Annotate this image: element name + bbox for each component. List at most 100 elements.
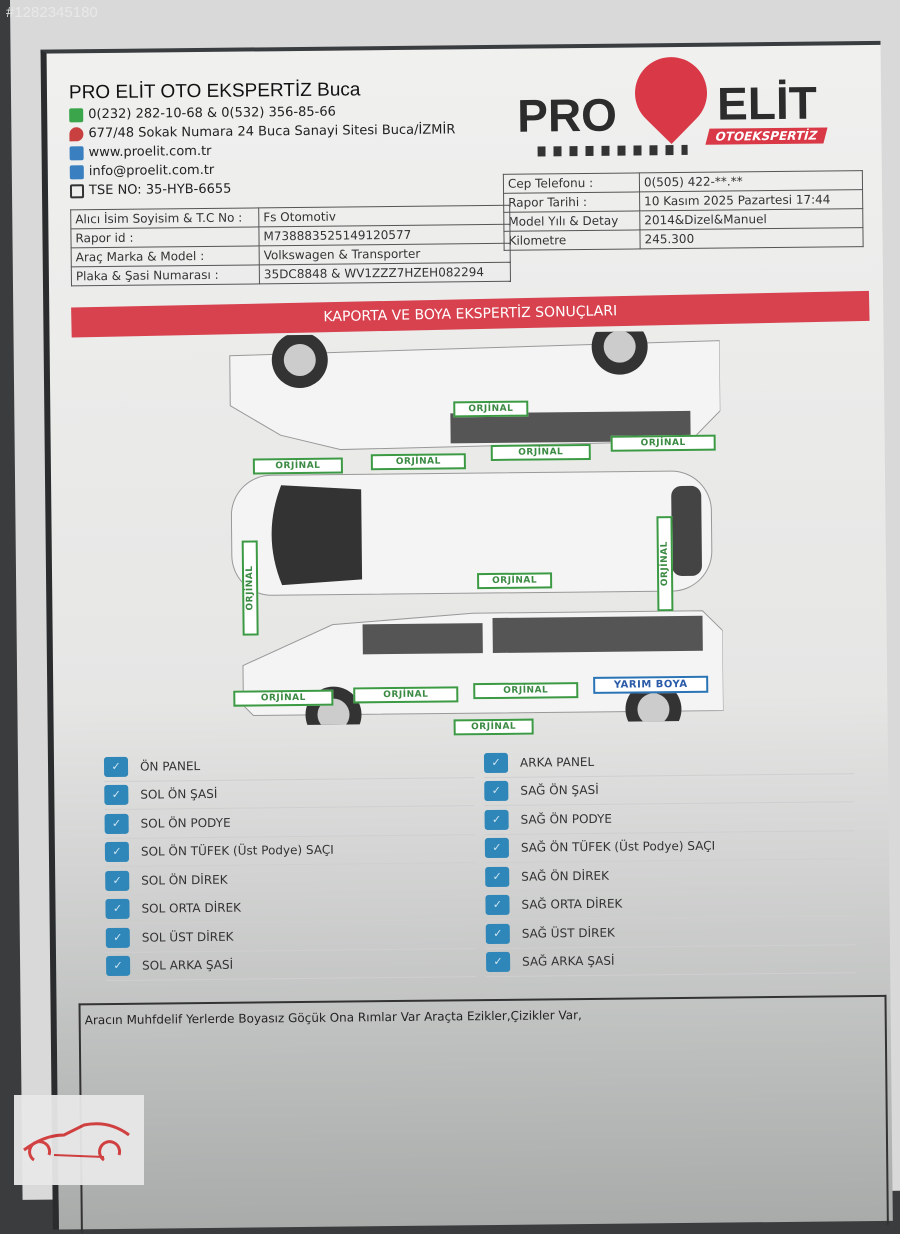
- part-status-label: ORJİNAL: [656, 516, 674, 612]
- part-status-label: ORJİNAL: [370, 453, 466, 471]
- checklist-label: SOL ÖN DİREK: [141, 872, 228, 888]
- results-banner: KAPORTA VE BOYA EKSPERTİZ SONUÇLARI: [71, 290, 870, 338]
- checklist-label: SAĞ ÜST DİREK: [521, 925, 615, 941]
- checklist-item: ✓ SAĞ ÖN ŞASİ: [484, 773, 855, 807]
- notes-text: Aracın Muhfdelif Yerlerde Boyasız Göçük …: [84, 1008, 582, 1028]
- checklist-item: ✓ SOL ÖN DİREK: [105, 863, 476, 896]
- checklist-label: SAĞ ARKA ŞASİ: [522, 953, 615, 969]
- field-value: 10 Kasım 2025 Pazartesi 17:44: [639, 189, 863, 211]
- info-table-right: Cep Telefonu :0(505) 422-**.** Rapor Tar…: [503, 170, 864, 251]
- part-status-label: ORJİNAL: [353, 686, 459, 704]
- checkbox-checked[interactable]: ✓: [485, 923, 510, 944]
- checklist-item: ✓ SOL ÖN ŞASİ: [104, 777, 475, 811]
- checklist-label: SAĞ ÖN TÜFEK (Üst Podye) SAÇI: [520, 838, 716, 855]
- company-phone: 0(232) 282-10-68 & 0(532) 356-85-66: [88, 104, 336, 123]
- field-label: Rapor Tarihi :: [503, 191, 640, 213]
- checkbox-checked[interactable]: ✓: [104, 785, 129, 806]
- field-value: Volkswagen & Transporter: [259, 243, 511, 265]
- checklist-label: SOL ARKA ŞASİ: [142, 957, 234, 973]
- checkbox-checked[interactable]: ✓: [106, 956, 131, 977]
- part-status-label: ORJİNAL: [252, 457, 343, 475]
- checkbox-checked[interactable]: ✓: [484, 809, 509, 830]
- checklist-item: ✓ ÖN PANEL: [103, 749, 475, 782]
- checkbox-checked[interactable]: ✓: [485, 952, 511, 973]
- checkbox-checked[interactable]: ✓: [483, 752, 509, 773]
- checklist-item: ✓SAĞ ÖN DİREK: [485, 859, 856, 892]
- company-tse: TSE NO: 35-HYB-6655: [88, 181, 232, 199]
- part-status-label: ORJİNAL: [453, 400, 529, 418]
- field-label: Plaka & Şasi Numarası :: [71, 264, 260, 286]
- checklist-label: SAĞ ÖN PODYE: [520, 811, 613, 827]
- checklist-item: ✓ SAĞ ÖN TÜFEK (Üst Podye) SAÇI: [484, 830, 856, 864]
- checklist-label: SOL ÖN TÜFEK (Üst Podye) SAÇI: [140, 842, 334, 859]
- checklist-item: ✓ SOL ÖN PODYE: [104, 806, 475, 839]
- checkbox-checked[interactable]: ✓: [105, 927, 130, 948]
- info-table-left: Alıcı İsim Soyisim & T.C No :Fs Otomotiv…: [70, 205, 511, 287]
- part-status-label: ORJİNAL: [477, 572, 553, 590]
- field-label: Alıcı İsim Soyisim & T.C No :: [70, 207, 259, 229]
- photo-id: #1282345180: [6, 4, 98, 21]
- checklist-label: SOL ÜST DİREK: [141, 929, 234, 945]
- field-label: Rapor id :: [70, 226, 260, 248]
- field-value: M738883525149120577: [258, 224, 511, 246]
- part-status-label-half-paint: YARIM BOYA: [593, 675, 709, 694]
- checklist-label: ARKA PANEL: [519, 754, 595, 770]
- part-status-label: ORJİNAL: [233, 689, 334, 707]
- checklist-item: ✓ SAĞ ÜST DİREK: [485, 916, 856, 949]
- mail-icon: [69, 164, 84, 179]
- logo-subtitle: OTOEKSPERTİZ: [705, 127, 828, 145]
- checklist-label: SAĞ ÖN ŞASİ: [520, 783, 599, 798]
- company-address: 677/48 Sokak Numara 24 Buca Sanayi Sites…: [88, 122, 456, 142]
- checklist-label: SAĞ ORTA DİREK: [521, 896, 623, 912]
- checklist-label: SOL ÖN PODYE: [140, 815, 231, 831]
- field-value: 2014&Dizel&Manuel: [639, 208, 863, 230]
- field-label: Araç Marka & Model :: [71, 245, 260, 267]
- part-status-label: ORJİNAL: [453, 718, 534, 736]
- checkbox-checked[interactable]: ✓: [484, 781, 509, 802]
- site-badge: [14, 1095, 144, 1185]
- checkbox-checked[interactable]: ✓: [484, 838, 510, 859]
- checklist-item: ✓ SOL ÖN TÜFEK (Üst Podye) SAÇI: [104, 834, 476, 868]
- checklist-label: SOL ORTA DİREK: [141, 900, 242, 916]
- field-label: Model Yılı & Detay: [503, 210, 640, 232]
- part-status-label: ORJİNAL: [241, 540, 259, 636]
- checkbox-checked[interactable]: ✓: [105, 899, 130, 920]
- checklist-item: ✓ ARKA PANEL: [483, 745, 855, 778]
- checklist-item: ✓ SOL ARKA ŞASİ: [105, 948, 477, 982]
- checkbox-checked[interactable]: ✓: [485, 895, 510, 916]
- checklist-item: ✓ SOL ORTA DİREK: [105, 891, 476, 925]
- car-logo-icon: [23, 1122, 130, 1162]
- part-status-label: ORJİNAL: [490, 443, 591, 461]
- checkbox-checked[interactable]: ✓: [104, 813, 129, 834]
- company-header: PRO ELİT OTO EKSPERTİZ Buca 0(232) 282-1…: [69, 77, 456, 200]
- part-status-label: ORJİNAL: [473, 682, 579, 700]
- part-status-label: ORJİNAL: [610, 434, 716, 452]
- checklist-item: ✓ SAĞ ARKA ŞASİ: [485, 944, 857, 978]
- checkered-stripe: [537, 144, 688, 157]
- field-value: Fs Otomotiv: [258, 205, 510, 227]
- checkbox-checked[interactable]: ✓: [105, 870, 130, 891]
- van-outline-drawings: [229, 318, 724, 743]
- company-email: info@proelit.com.tr: [88, 162, 215, 180]
- background-sheet: PRO ELİT OTO EKSPERTİZ Buca 0(232) 282-1…: [10, 0, 900, 1234]
- checklist-item: ✓ SOL ÜST DİREK: [105, 920, 476, 953]
- checklist-label: SOL ÖN ŞASİ: [140, 787, 218, 802]
- checkbox-checked[interactable]: ✓: [104, 842, 130, 863]
- notes-box: Aracın Muhfdelif Yerlerde Boyasız Göçük …: [78, 994, 889, 1234]
- vehicle-diagram: ORJİNAL ORJİNAL ORJİNAL ORJİNAL ORJİNAL …: [220, 318, 724, 743]
- field-label: Kilometre: [503, 229, 641, 251]
- checklist-item: ✓ SAĞ ÖN PODYE: [484, 802, 855, 835]
- checklist-label: ÖN PANEL: [139, 758, 201, 774]
- field-value: 0(505) 422-**.**: [639, 170, 863, 192]
- checkbox-checked[interactable]: ✓: [103, 756, 129, 777]
- structural-checklist: ✓ÖN PANEL✓ARKA PANEL✓SOL ÖN ŞASİ✓SAĞ ÖN …: [103, 745, 857, 982]
- checkbox-checked[interactable]: ✓: [485, 866, 510, 887]
- document-icon: [69, 183, 85, 198]
- field-value: 35DC8848 & WV1ZZZ7HZEH082294: [259, 262, 511, 284]
- logo-elit: ELİT: [716, 76, 818, 130]
- expertise-report: PRO ELİT OTO EKSPERTİZ Buca 0(232) 282-1…: [40, 40, 893, 1234]
- steering-pin-icon: [620, 42, 722, 144]
- field-label: Cep Telefonu :: [503, 172, 640, 194]
- phone-icon: [69, 107, 84, 122]
